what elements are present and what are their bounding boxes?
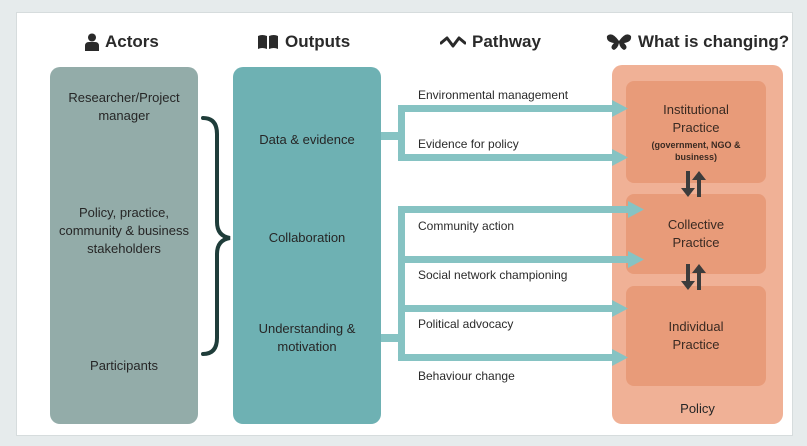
individual-practice-label: Individual Practice	[668, 319, 724, 352]
institutional-practice-box: Institutional Practice (government, NGO …	[626, 81, 766, 183]
header-actors-label: Actors	[105, 32, 159, 51]
butterfly-icon	[606, 34, 632, 50]
pathway-evidence-for-policy: Evidence for policy	[418, 137, 519, 151]
policy-label: Policy	[680, 401, 715, 416]
institutional-practice-note: (government, NGO & business)	[651, 140, 741, 162]
pathway-political-advocacy: Political advocacy	[418, 317, 514, 331]
collective-practice-label: Collective Practice	[667, 217, 725, 250]
header-pathway: Pathway	[440, 30, 541, 54]
header-changing-label: What is changing?	[638, 32, 790, 51]
output-data-evidence: Data & evidence	[259, 132, 355, 147]
actors-column	[50, 67, 198, 424]
individual-practice-box: Individual Practice	[626, 286, 766, 386]
institutional-practice-label: Institutional Practice	[663, 102, 729, 135]
header-changing: What is changing?	[606, 30, 789, 54]
pathway-community-action: Community action	[418, 219, 515, 233]
double-arrow-icon	[681, 171, 706, 197]
header-actors: Actors	[85, 30, 159, 54]
pathway-environmental-management: Environmental management	[418, 88, 569, 102]
header-outputs: Outputs	[257, 30, 350, 54]
outputs-column	[233, 67, 381, 424]
actor-researcher: Researcher/Project manager	[68, 90, 180, 123]
evidence-arrows	[381, 100, 628, 166]
engagement-arrows	[381, 201, 644, 366]
actor-participants: Participants	[90, 358, 158, 373]
double-arrow-icon	[681, 264, 706, 290]
pathway-social-network-championing: Social network championing	[418, 268, 568, 282]
brace-shape	[201, 116, 231, 356]
book-icon	[258, 35, 278, 49]
output-understanding: Understanding & motivation	[258, 321, 356, 354]
collective-practice-box: Collective Practice	[626, 194, 766, 274]
pathway-behaviour-change: Behaviour change	[418, 369, 515, 383]
output-collaboration: Collaboration	[268, 230, 346, 245]
actor-stakeholders: Policy, practice, community & business s…	[58, 205, 190, 256]
person-icon	[85, 33, 99, 51]
header-outputs-label: Outputs	[285, 32, 351, 51]
pathway-wave-icon	[440, 36, 466, 48]
header-pathway-label: Pathway	[472, 32, 541, 51]
